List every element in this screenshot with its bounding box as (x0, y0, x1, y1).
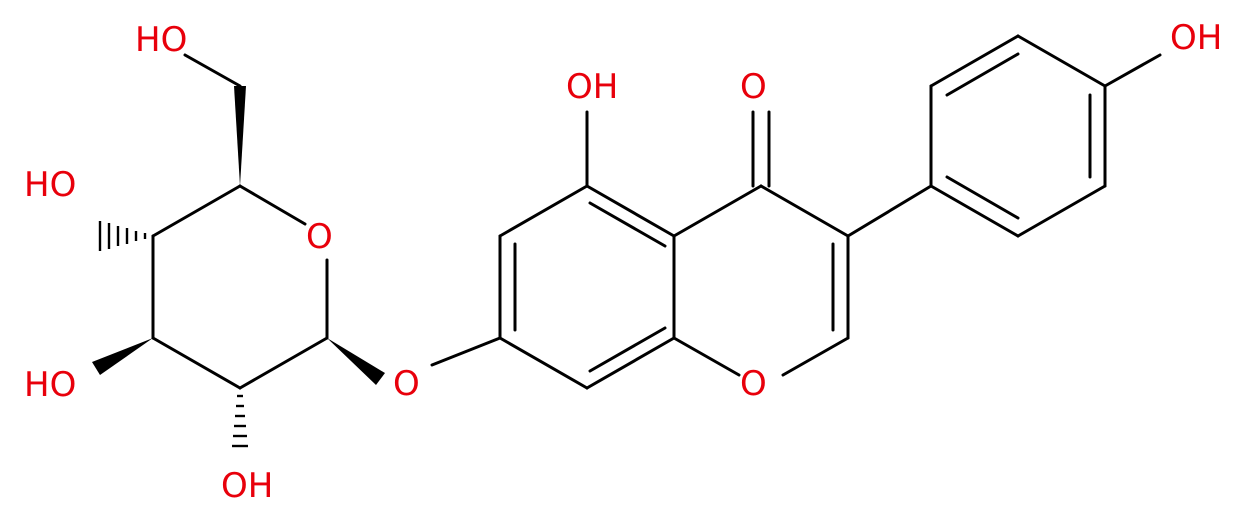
bond-c3-phenyl (846, 184, 933, 238)
bond-ringo-c5 (238, 184, 307, 226)
label-ring-o-sugar: O (306, 217, 333, 257)
bond-c2-o1 (781, 336, 850, 377)
bond-ch2-oh (183, 53, 242, 88)
bond-c8a-c8-inner (588, 326, 667, 373)
bond-c5-c4a-inner (588, 201, 667, 248)
bond-o-c7 (430, 336, 502, 367)
label-ho-ch2: HO (135, 20, 187, 60)
label-oh-phenyl: OH (1170, 18, 1222, 58)
bond-p3-p4 (1016, 34, 1107, 88)
bond-p2-p3 (929, 34, 1020, 88)
bond-c4-c3 (759, 184, 850, 238)
label-carbonyl-o: O (740, 67, 767, 107)
bond-p4-oh (1103, 53, 1162, 88)
bond-p2-p3-inner (945, 52, 1020, 97)
wedge-c3-oh (92, 338, 153, 375)
chromone-a-ring (498, 184, 676, 390)
bond-c8-c7 (498, 336, 589, 390)
hash-c2-oh (232, 394, 248, 448)
pyranone-ring (672, 184, 850, 377)
bond-c2-c1 (238, 336, 329, 390)
bond-c4a-c4 (672, 184, 763, 238)
label-oh-c2: OH (221, 466, 273, 506)
wedge-c5-ch2 (234, 86, 246, 186)
bond-p5-p6 (1016, 184, 1107, 238)
hash-c4-oh (98, 221, 147, 251)
bond-c5-c4a (585, 184, 676, 238)
sugar-ring (151, 184, 329, 390)
bond-c3-c2 (151, 336, 242, 390)
label-ho-c3: HO (24, 365, 76, 405)
label-ring-o-chromone: O (740, 364, 767, 404)
bond-p6-p1-inner (945, 175, 1020, 220)
label-oh-c5: OH (566, 67, 618, 107)
wedge-c1-o (327, 338, 385, 385)
label-ho-c4: HO (24, 165, 76, 205)
label-glycosidic-o: O (393, 364, 420, 404)
bond-c6-c5 (498, 184, 589, 238)
bond-p6-p1 (929, 184, 1020, 238)
bond-c5-c4 (151, 184, 242, 238)
phenyl-ring (929, 34, 1107, 238)
bond-c8a-c8 (585, 336, 676, 390)
bond-o1-c8a (672, 336, 741, 377)
